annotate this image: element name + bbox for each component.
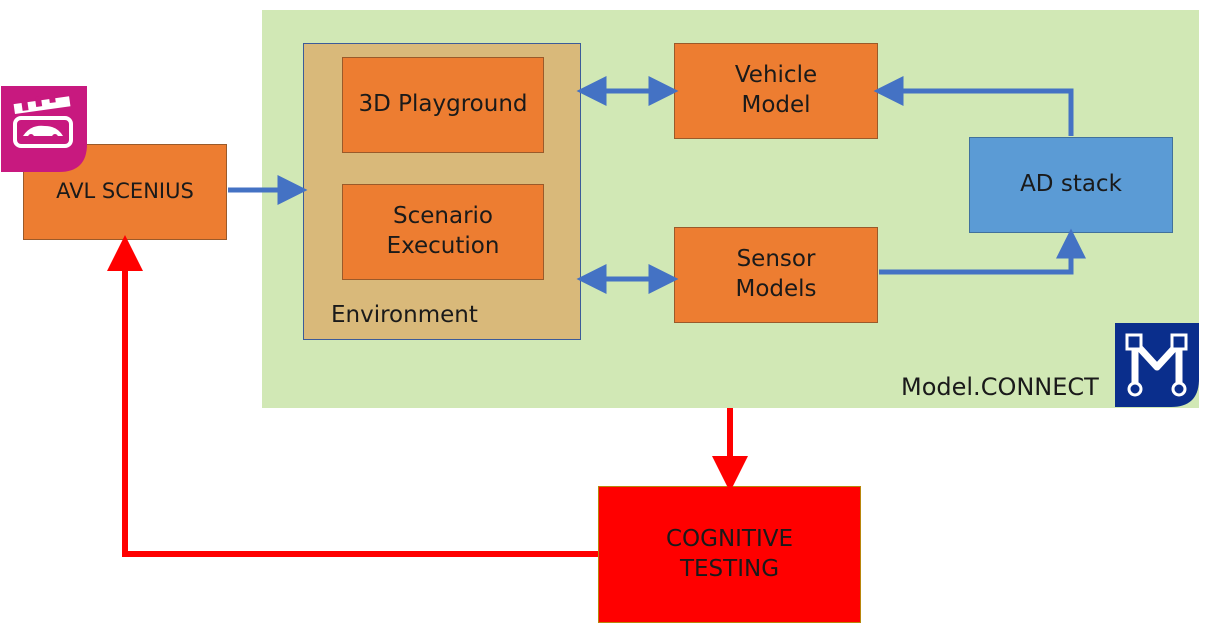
sensor-label-line1: Sensor xyxy=(736,246,816,273)
clapperboard-car-icon xyxy=(1,86,87,172)
sensor-models-node: Sensor Models xyxy=(674,227,878,323)
scenario-label-line1: Scenario xyxy=(393,203,493,230)
vehicle-model-node: Vehicle Model xyxy=(674,43,878,139)
scenario-label-line2: Execution xyxy=(386,233,500,259)
sensor-label-line2: Models xyxy=(735,276,817,302)
arrow-cognitive-to-scenius xyxy=(107,235,598,557)
arrow-adstack-to-vehicle xyxy=(873,76,1074,136)
environment-label: Environment xyxy=(331,302,478,328)
vehicle-label-line2: Model xyxy=(741,92,811,118)
model-connect-label: Model.CONNECT xyxy=(901,373,1099,401)
cognitive-label-line2: TESTING xyxy=(679,555,780,582)
arrow-sensor-to-adstack xyxy=(879,228,1086,275)
scenario-execution-node: Scenario Execution xyxy=(342,184,544,280)
cognitive-testing-node: COGNITIVE TESTING xyxy=(598,486,861,623)
playground-label: 3D Playground xyxy=(358,91,528,118)
avl-scenius-label: AVL SCENIUS xyxy=(56,179,194,204)
vehicle-label-line1: Vehicle xyxy=(734,62,818,89)
cognitive-label-line1: COGNITIVE xyxy=(665,525,794,552)
ad-stack-label: AD stack xyxy=(1020,171,1122,198)
playground-node: 3D Playground xyxy=(342,57,544,153)
ad-stack-node: AD stack xyxy=(969,137,1173,233)
model-connect-m-icon xyxy=(1115,323,1199,407)
